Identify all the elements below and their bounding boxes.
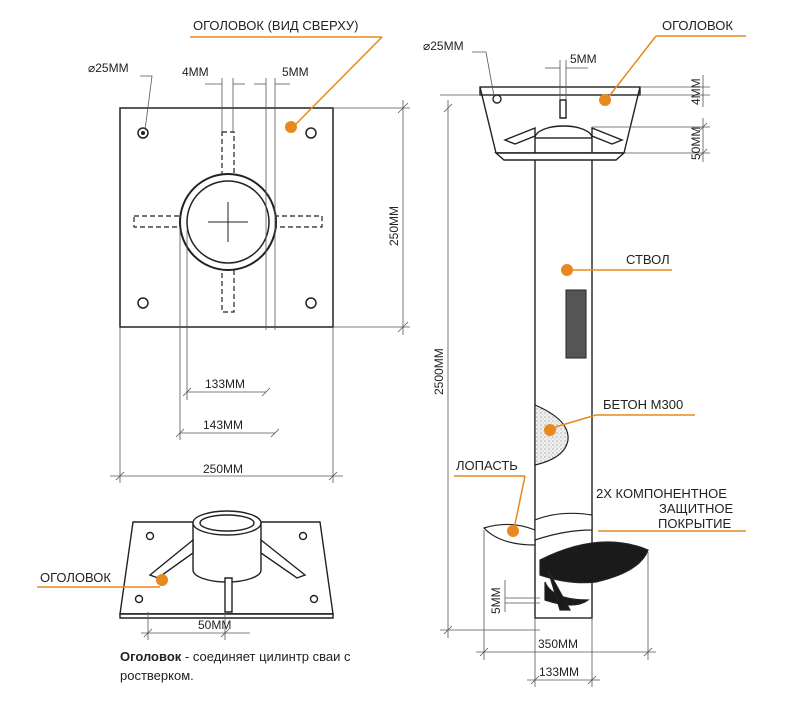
head-rib [503, 126, 536, 145]
top-view-title: ОГОЛОВОК (ВИД СВЕРХУ) [193, 18, 358, 33]
head-bottom-leader [37, 574, 168, 588]
label-head-bottom: ОГОЛОВОК [40, 570, 111, 585]
dim-350: 350ММ [538, 637, 578, 651]
label-head-right: ОГОЛОВОК [662, 18, 733, 33]
side-leaders [454, 35, 746, 532]
head-rib [591, 126, 624, 145]
side-view-dimensions [440, 51, 710, 687]
mount-hole [137, 127, 149, 139]
iso-hole [134, 594, 144, 604]
head-rib [559, 99, 567, 119]
dim-slot-5: 5ММ [282, 65, 309, 79]
head-hole [492, 94, 502, 104]
label-blade: ЛОПАСТЬ [456, 458, 518, 473]
mount-hole [305, 127, 317, 139]
dim-side-5: 5ММ [570, 52, 597, 66]
label-coating-1: 2Х КОМПОНЕНТНОЕ [596, 486, 727, 501]
dim-slot-4: 4ММ [182, 65, 209, 79]
dim-pipe-133: 133ММ [539, 665, 579, 679]
iso-hole [145, 531, 155, 541]
caption-bold: Оголовок [120, 649, 182, 664]
mount-hole [305, 297, 317, 309]
label-shaft: СТВОЛ [626, 252, 670, 267]
top-view [119, 107, 334, 328]
dim-side-50: 50ММ [689, 127, 703, 160]
dim-hole-right: ⌀25ММ [423, 39, 464, 53]
helical-blade [482, 512, 649, 611]
marker-dot [561, 264, 573, 276]
dim-side-4: 4ММ [689, 78, 703, 105]
label-coating-3: ПОКРЫТИЕ [658, 516, 731, 531]
label-coating-2: ЗАЩИТНОЕ [659, 501, 733, 516]
head-iso-dimensions [141, 612, 250, 640]
title-leader [190, 36, 383, 133]
marker-dot [599, 94, 611, 106]
dim-143: 143ММ [203, 418, 243, 432]
shaft-cutout [565, 289, 587, 359]
marker-dot [507, 525, 519, 537]
pile-side-view [479, 86, 641, 619]
dim-plate-height: 250ММ [387, 206, 401, 246]
top-view-dimensions [110, 75, 410, 483]
pile-shaft [534, 137, 593, 619]
caption: Оголовок - соединяет цилинтр сваи с рост… [120, 647, 380, 685]
head-iso-view [119, 510, 334, 619]
label-concrete: БЕТОН М300 [603, 397, 683, 412]
dim-blade-5: 5ММ [489, 587, 503, 614]
rib-left [133, 215, 183, 228]
marker-dot [156, 574, 168, 586]
dim-133: 133ММ [205, 377, 245, 391]
iso-hole [309, 594, 319, 604]
caption-text: - соединяет цилинтр сваи с ростверком. [120, 649, 351, 683]
dim-plate-width: 250ММ [203, 462, 243, 476]
mount-hole [137, 297, 149, 309]
pipe-inner [186, 180, 270, 264]
dim-hole-left: ⌀25ММ [88, 61, 129, 75]
dim-total-length: 2500ММ [432, 348, 446, 395]
marker-dot [544, 424, 556, 436]
dim-plate-bottom-50: 50ММ [198, 618, 231, 632]
rib-bottom [221, 265, 235, 313]
iso-hole [298, 531, 308, 541]
marker-dot [285, 121, 297, 133]
